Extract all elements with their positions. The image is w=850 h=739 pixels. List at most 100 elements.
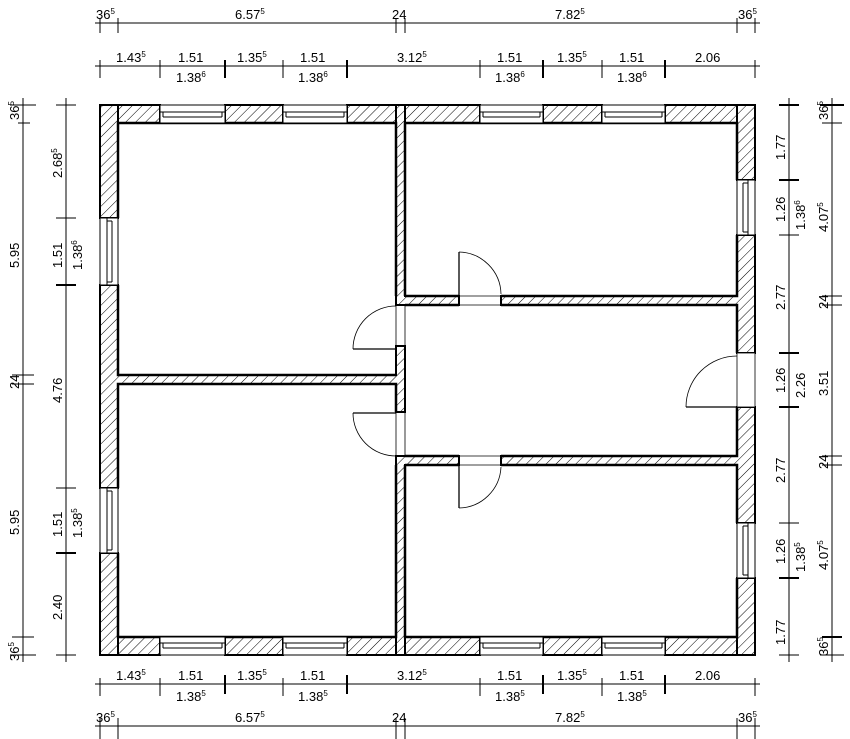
window-right-1 <box>736 179 756 236</box>
dim-top-outer-1: 6.575 <box>235 7 265 22</box>
dim-top-open-2: 1.355 <box>237 50 267 65</box>
doors <box>352 251 756 509</box>
wall-corridor-bottom-a <box>404 455 460 466</box>
dim-bottom-open-6: 1.355 <box>557 668 587 683</box>
dim-left-outer-0: 365 <box>7 101 22 120</box>
dim-right-outer-2: 24 <box>816 295 831 309</box>
wall-center-bottom <box>395 455 406 656</box>
dim-bottom-open-3: 1.51 <box>300 668 325 683</box>
dim-left-open-0: 2.685 <box>50 148 65 178</box>
dim-right-outer-4: 24 <box>816 455 831 469</box>
dim-top-wh-3: 1.386 <box>617 70 647 85</box>
dim-bottom-wh-0: 1.385 <box>176 689 206 704</box>
window-bottom-3 <box>479 636 544 656</box>
wall-corridor-top-b <box>500 295 738 306</box>
dim-top-open-0: 1.435 <box>116 50 146 65</box>
dim-top-open-8: 2.06 <box>695 50 720 65</box>
wall-right-seg-2 <box>736 234 756 354</box>
wall-bottom-seg-4 <box>542 636 603 656</box>
dim-top-outer-3: 7.825 <box>555 7 585 22</box>
door-left-upper <box>352 305 406 350</box>
window-bottom-1 <box>159 636 226 656</box>
dim-bottom-open-5: 1.51 <box>497 668 522 683</box>
wall-corridor-top-a <box>404 295 460 306</box>
dim-bottom-wh-2: 1.385 <box>495 689 525 704</box>
dim-left-outer-2: 24 <box>7 375 22 389</box>
window-top-4 <box>601 104 666 124</box>
dim-top-open-1: 1.51 <box>178 50 203 65</box>
dim-right-sec-0: 1.386 <box>793 200 808 230</box>
dim-top-open-7: 1.51 <box>619 50 644 65</box>
window-bottom-4 <box>601 636 666 656</box>
dim-right-open-3: 1.26 <box>773 368 788 393</box>
wall-right-seg-3 <box>736 406 756 524</box>
dim-left-wh-0: 1.386 <box>70 240 85 270</box>
walls <box>99 104 756 656</box>
dim-bottom-outer-2: 24 <box>392 710 406 725</box>
dim-bottom-open-1: 1.51 <box>178 668 203 683</box>
windows <box>99 104 756 656</box>
door-corridor-top <box>458 251 502 306</box>
dim-top-open-3: 1.51 <box>300 50 325 65</box>
dim-left-outer-1: 5.95 <box>7 243 22 268</box>
dim-top-open-4: 3.125 <box>397 50 427 65</box>
dim-bottom-outer-1: 6.575 <box>235 710 265 725</box>
dim-bottom-wh-3: 1.385 <box>617 689 647 704</box>
window-bottom-2 <box>282 636 348 656</box>
wall-left-seg-2 <box>99 284 119 489</box>
dim-top-wh-2: 1.386 <box>495 70 525 85</box>
dim-top-open-6: 1.355 <box>557 50 587 65</box>
wall-bottom-seg-3 <box>346 636 481 656</box>
dim-right-open-1: 1.26 <box>773 197 788 222</box>
dim-right-open-6: 1.77 <box>773 620 788 645</box>
dim-right-outer-1: 4.075 <box>816 202 831 232</box>
door-corridor-bottom <box>458 455 502 509</box>
wall-center-top <box>395 104 406 306</box>
dim-right-open-2: 2.77 <box>773 285 788 310</box>
dim-top-wh-0: 1.386 <box>176 70 206 85</box>
dim-bottom-outer-3: 7.825 <box>555 710 585 725</box>
dim-left-open-1: 1.51 <box>50 243 65 268</box>
dim-left-outer-4: 365 <box>7 642 22 661</box>
dimension-labels: 365 6.575 24 7.825 365 1.435 1.51 1.355 … <box>7 7 831 725</box>
wall-top-seg-3 <box>346 104 481 124</box>
dim-top-outer-4: 365 <box>738 7 757 22</box>
wall-corridor-bottom-b <box>500 455 738 466</box>
dim-bottom-outer-4: 365 <box>738 710 757 725</box>
dim-top-outer-2: 24 <box>392 7 406 22</box>
wall-bottom-seg-2 <box>224 636 284 656</box>
door-entrance <box>685 352 756 408</box>
dim-bottom-open-8: 2.06 <box>695 668 720 683</box>
dimension-lines <box>10 18 844 739</box>
dim-bottom-open-0: 1.435 <box>116 668 146 683</box>
dim-bottom-open-2: 1.355 <box>237 668 267 683</box>
dim-top-wh-1: 1.386 <box>298 70 328 85</box>
window-top-1 <box>159 104 226 124</box>
dim-bottom-wh-1: 1.385 <box>298 689 328 704</box>
dim-top-outer-0: 365 <box>96 7 115 22</box>
wall-left-partition <box>117 374 397 385</box>
dim-right-outer-0: 365 <box>816 101 831 120</box>
dim-bottom-open-4: 3.125 <box>397 668 427 683</box>
dim-left-open-4: 2.40 <box>50 595 65 620</box>
dim-right-open-5: 1.26 <box>773 539 788 564</box>
dim-right-outer-3: 3.51 <box>816 371 831 396</box>
dim-right-sec-2: 1.385 <box>793 542 808 572</box>
wall-top-seg-2 <box>224 104 284 124</box>
window-top-2 <box>282 104 348 124</box>
dim-top-open-5: 1.51 <box>497 50 522 65</box>
dim-right-outer-5: 4.075 <box>816 540 831 570</box>
dim-right-sec-1: 2.26 <box>793 373 808 398</box>
dim-left-open-3: 1.51 <box>50 512 65 537</box>
dim-bottom-open-7: 1.51 <box>619 668 644 683</box>
window-left-2 <box>99 487 119 554</box>
window-right-2 <box>736 522 756 579</box>
door-left-lower <box>352 412 406 457</box>
wall-top-seg-4 <box>542 104 603 124</box>
dim-right-open-0: 1.77 <box>773 135 788 160</box>
dim-left-open-2: 4.76 <box>50 378 65 403</box>
dim-bottom-outer-0: 365 <box>96 710 115 725</box>
dim-left-outer-3: 5.95 <box>7 510 22 535</box>
dim-right-outer-6: 365 <box>816 637 831 656</box>
